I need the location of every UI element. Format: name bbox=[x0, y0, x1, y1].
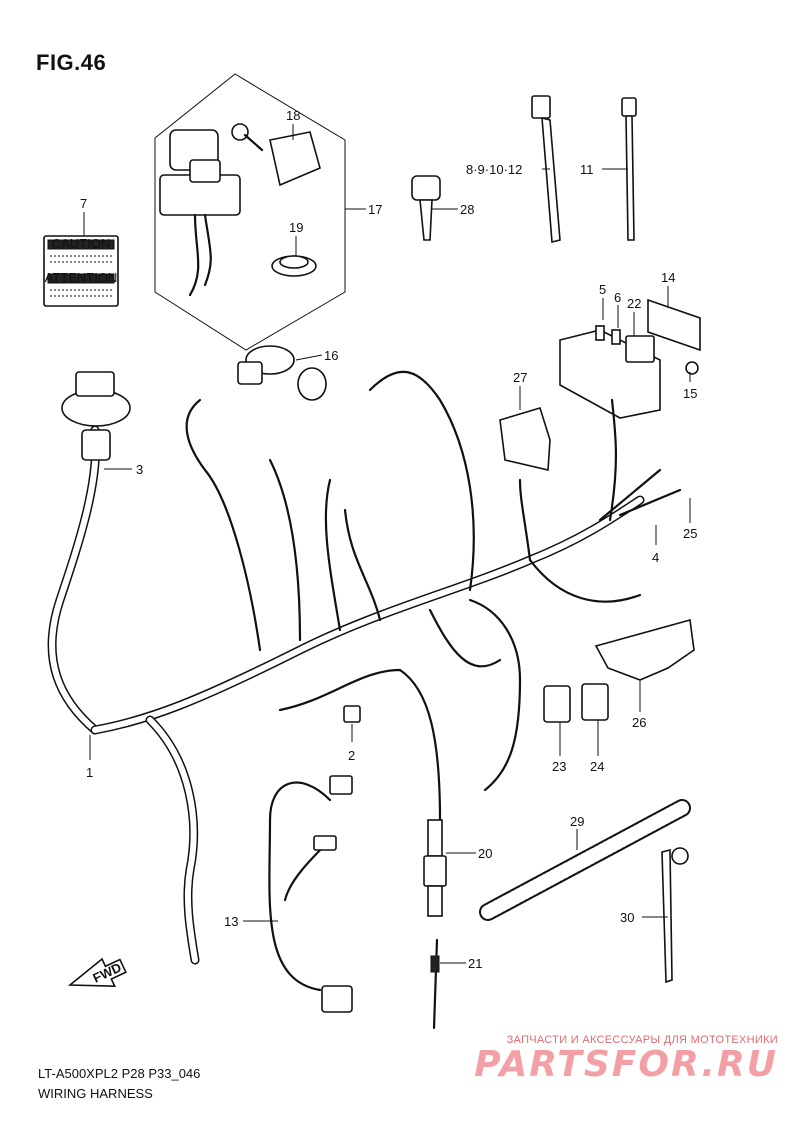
corrugated-tube-29 bbox=[479, 799, 691, 921]
callout-5: 5 bbox=[599, 282, 606, 297]
callout-20: 20 bbox=[478, 846, 492, 861]
socket-16 bbox=[237, 345, 327, 401]
callout-1: 1 bbox=[86, 765, 93, 780]
fwd-arrow-icon: FWD bbox=[67, 957, 127, 988]
leader-lines bbox=[83, 124, 691, 964]
callout-19: 19 bbox=[289, 220, 303, 235]
main-harness bbox=[47, 370, 682, 965]
ignition-switch-group bbox=[154, 73, 346, 351]
callout-16: 16 bbox=[324, 348, 338, 363]
callout-18: 18 bbox=[286, 108, 300, 123]
caution-text: CAUTION bbox=[52, 236, 111, 251]
watermark-subtitle: ЗАПЧАСТИ И АКСЕССУАРЫ ДЛЯ МОТОТЕХНИКИ bbox=[506, 1034, 778, 1046]
cable-tie-30 bbox=[661, 847, 689, 984]
figure-title: FIG.46 bbox=[36, 50, 107, 75]
callout-30: 30 bbox=[620, 910, 634, 925]
callout-15: 15 bbox=[683, 386, 697, 401]
pin-21 bbox=[430, 938, 440, 1030]
bracket-26 bbox=[594, 618, 695, 681]
callout-8-9-10-12: 8·9·10·12 bbox=[466, 162, 522, 177]
clip-24 bbox=[581, 683, 609, 721]
callout-24: 24 bbox=[590, 759, 604, 774]
attention-text: ATTENTION bbox=[45, 270, 118, 285]
callout-28: 28 bbox=[460, 202, 474, 217]
callout-11: 11 bbox=[580, 162, 594, 177]
callout-4: 4 bbox=[652, 550, 659, 565]
callout-26: 26 bbox=[632, 715, 646, 730]
callout-27: 27 bbox=[513, 370, 527, 385]
round-connector-3 bbox=[61, 371, 131, 461]
callout-6: 6 bbox=[614, 290, 621, 305]
callout-14: 14 bbox=[661, 270, 675, 285]
figure-caption: LT-A500XPL2 P28 P33_046 WIRING HARNESS bbox=[38, 1064, 200, 1104]
callout-22: 22 bbox=[627, 296, 641, 311]
figure-name: WIRING HARNESS bbox=[38, 1086, 153, 1101]
connector-2 bbox=[343, 705, 361, 723]
callout-21: 21 bbox=[468, 956, 482, 971]
callout-7: 7 bbox=[80, 196, 87, 211]
cable-ties bbox=[531, 95, 637, 244]
caution-label-sticker: CAUTION ATTENTION bbox=[43, 235, 119, 307]
callout-17: 17 bbox=[368, 202, 382, 217]
callout-13: 13 bbox=[224, 914, 238, 929]
watermark-brand: PARTSFOR.RU bbox=[474, 1044, 778, 1085]
oxygen-sensor-20 bbox=[423, 819, 447, 917]
relay-27 bbox=[499, 407, 551, 471]
key-18-icon bbox=[269, 131, 321, 187]
callout-29: 29 bbox=[570, 814, 584, 829]
sub-harness-13 bbox=[268, 781, 332, 992]
model-code: LT-A500XPL2 P28 P33_046 bbox=[38, 1066, 201, 1081]
clip-23 bbox=[543, 685, 571, 723]
callout-25: 25 bbox=[683, 526, 697, 541]
callout-23: 23 bbox=[552, 759, 566, 774]
callout-3: 3 bbox=[136, 462, 143, 477]
spare-key-28 bbox=[411, 175, 441, 241]
callout-2: 2 bbox=[348, 748, 355, 763]
fuse-relay-box bbox=[559, 298, 701, 419]
callout-labels: 1 2 3 4 5 6 7 8·9·10·12 11 13 14 15 16 1… bbox=[80, 108, 697, 971]
watermark: ЗАПЧАСТИ И АКСЕССУАРЫ ДЛЯ МОТОТЕХНИКИ PA… bbox=[474, 1034, 778, 1084]
